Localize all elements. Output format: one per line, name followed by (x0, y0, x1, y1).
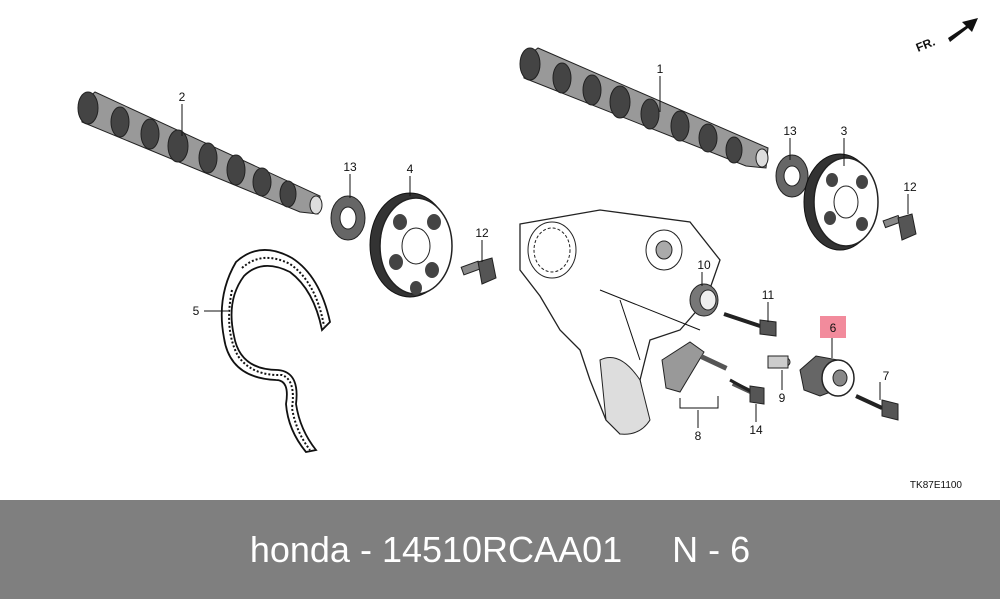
tensioner-assembly (661, 341, 756, 409)
callout-11: 11 (762, 288, 775, 302)
direction-label: FR. (914, 35, 937, 55)
diagram-drawing: FR. (77, 18, 978, 491)
collar (767, 355, 791, 369)
callout-7: 7 (883, 369, 890, 383)
leader-lines (181, 76, 909, 428)
callout-6: 6 (830, 321, 837, 335)
callout-14: 14 (749, 423, 763, 437)
caption-brand: honda (249, 529, 350, 570)
tensioner-pulley-bolt (855, 394, 899, 421)
oil-seal-left (330, 195, 366, 241)
callout-1: 1 (657, 62, 664, 76)
callout-5: 5 (193, 304, 200, 318)
idler-bolt (723, 312, 777, 337)
callout-9: 9 (779, 391, 786, 405)
camshaft-right (519, 47, 769, 169)
tensioner-bolt (729, 378, 765, 405)
auto-tensioner (799, 355, 855, 397)
callout-12-right: 12 (903, 180, 917, 194)
front-arrow-icon (948, 18, 978, 42)
camshaft-left (77, 91, 323, 215)
callout-8: 8 (695, 429, 702, 443)
idler-pulley (689, 283, 719, 317)
callout-13-left: 13 (343, 160, 357, 174)
callout-4: 4 (407, 162, 414, 176)
illustration-code: TK87E1100 (910, 480, 963, 491)
highlighted-callout-box (820, 316, 846, 338)
callout-13-right: 13 (783, 124, 797, 138)
bolt-left (460, 257, 497, 285)
callout-12-left: 12 (475, 226, 489, 240)
caption-gap (622, 500, 672, 599)
caption-bar: honda - 14510RCAA01 N - 6 (0, 500, 1000, 599)
parts-diagram: FR. (77, 18, 978, 491)
engine-block (519, 209, 721, 435)
camshaft-pulley-right (803, 153, 879, 251)
caption-separator: - (349, 529, 382, 570)
timing-belt (220, 249, 331, 453)
caption-part-number: 14510RCAA01 (381, 529, 623, 570)
callout-3: 3 (841, 124, 848, 138)
callout-10: 10 (697, 258, 711, 272)
caption: honda - 14510RCAA01 N - 6 (0, 500, 1000, 599)
callout-labels: 1 2 3 4 5 6 7 8 9 10 11 12 12 13 13 14 (179, 62, 917, 443)
bolt-right (882, 213, 917, 241)
oil-seal-right (775, 154, 809, 198)
camshaft-pulley-left (369, 192, 453, 298)
callout-2: 2 (179, 90, 186, 104)
caption-reference: N - 6 (672, 529, 751, 570)
